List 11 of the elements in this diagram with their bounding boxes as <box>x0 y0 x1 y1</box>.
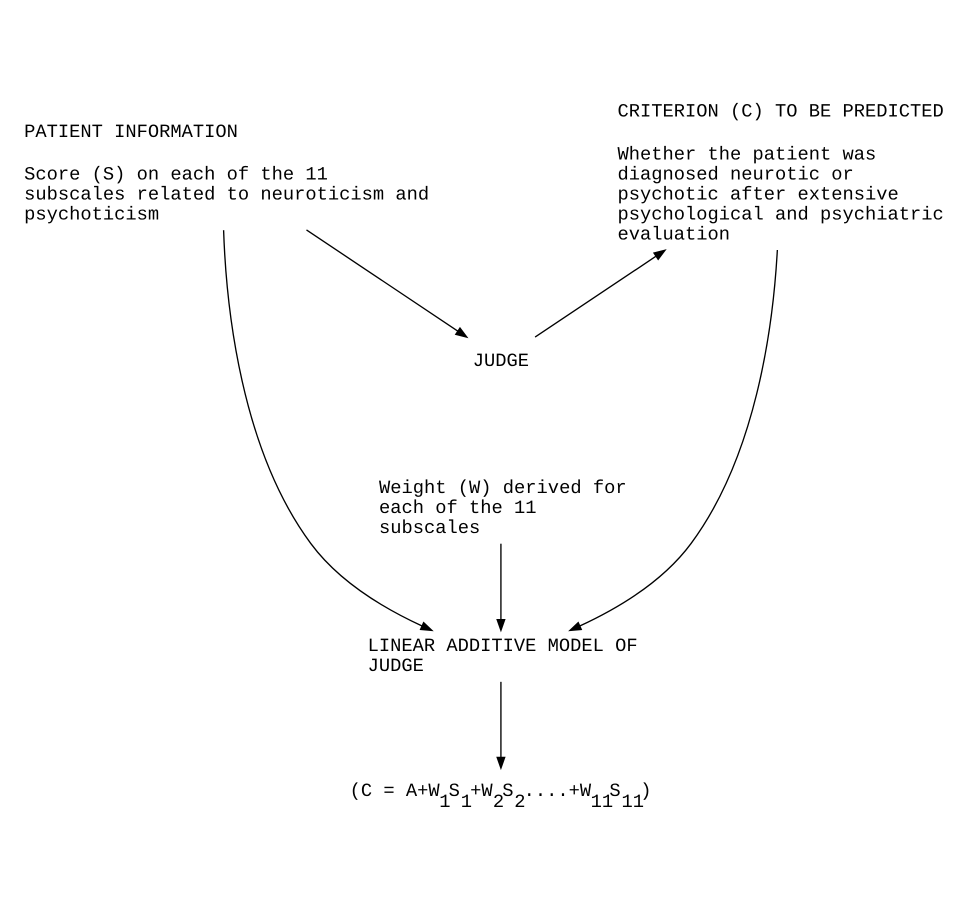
node-text: Weight (W) derived for each of the 11 subscales <box>379 476 627 539</box>
arrow <box>568 250 778 632</box>
node-text: LINEAR ADDITIVE MODEL OF JUDGE <box>368 634 638 677</box>
arrow <box>306 229 468 338</box>
arrow <box>496 544 506 632</box>
node-text: CRITERION (C) TO BE PREDICTED Whether the patient was diagnosed neurotic or psychotic after extensive psychological and psychiatric evaluation <box>617 100 944 246</box>
arrow <box>534 249 667 338</box>
arrow <box>496 682 506 770</box>
node-text: PATIENT INFORMATION Score (S) on each of the 11 subscales related to neuroticism and psychoticism <box>24 120 430 226</box>
arrow <box>222 230 434 632</box>
node-text: JUDGE <box>472 350 530 372</box>
